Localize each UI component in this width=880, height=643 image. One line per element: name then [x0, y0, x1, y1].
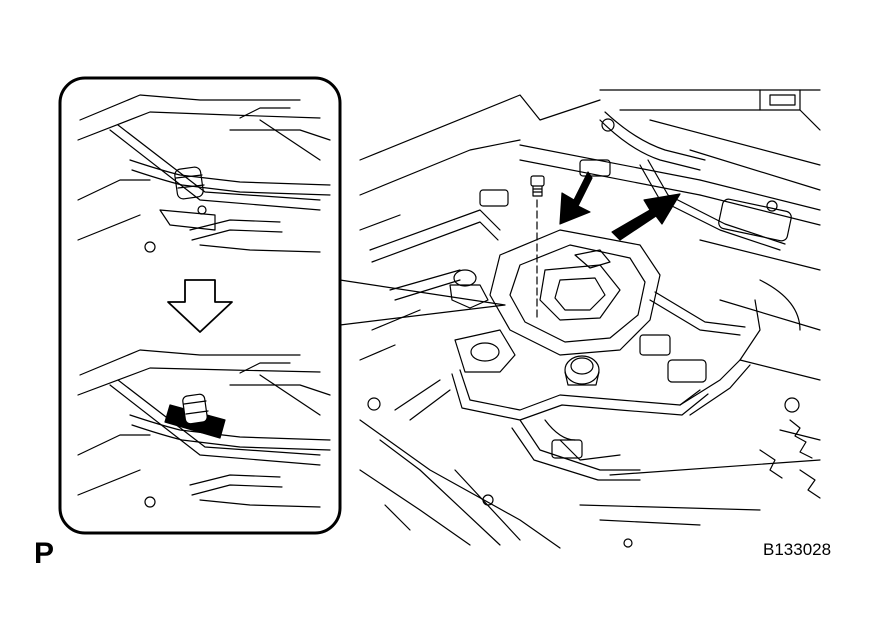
main-assembly-drawing: [340, 90, 820, 548]
pull-arrow-icon: [612, 194, 680, 240]
detail-bottom: [78, 350, 330, 507]
callout-leader: [340, 280, 505, 325]
figure-id: B133028: [763, 540, 832, 559]
down-arrow-icon: [168, 280, 232, 332]
push-arrow-icon: [560, 172, 592, 224]
detail-top: [78, 95, 330, 252]
bolt-icon: [531, 176, 544, 196]
clamp-detail-inset: [60, 78, 340, 533]
corner-label: P: [34, 537, 55, 570]
